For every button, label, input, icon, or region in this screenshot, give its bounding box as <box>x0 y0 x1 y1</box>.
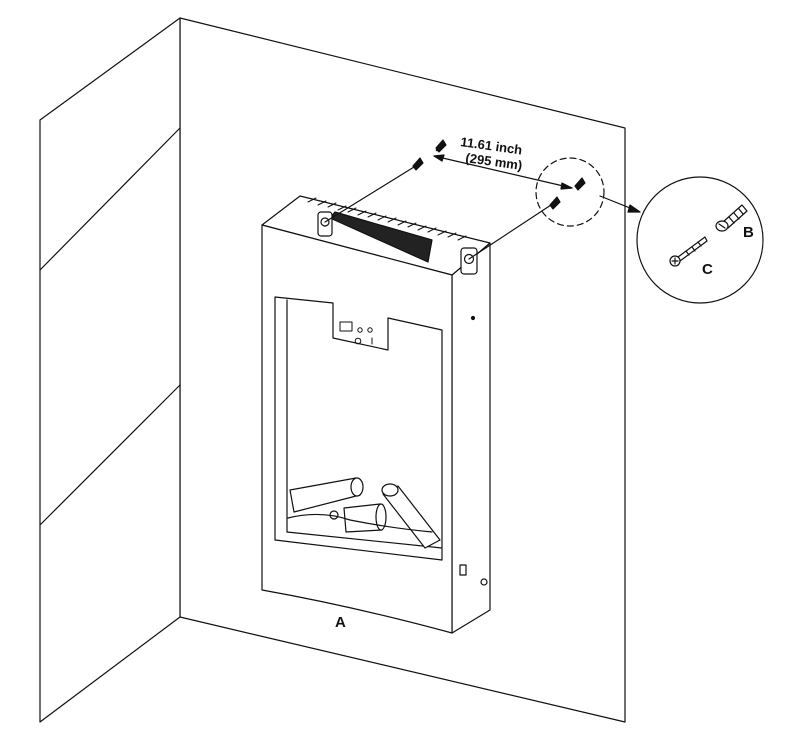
side-screw-bottom <box>480 578 488 586</box>
left-mount-bracket <box>317 211 333 237</box>
power-button-icon <box>357 327 363 333</box>
hardware-detail <box>636 176 764 304</box>
label-anchor: B <box>743 224 754 241</box>
side-switch <box>459 564 467 576</box>
fireplace-unit <box>261 195 491 634</box>
leader-right <box>468 204 552 260</box>
control-panel <box>339 321 373 345</box>
heater-grille <box>329 211 433 263</box>
leader-left <box>324 166 415 223</box>
dimension-line <box>433 154 573 190</box>
side-wall-seam-2 <box>39 384 181 526</box>
label-screw: C <box>702 261 713 278</box>
detail-circle <box>535 157 605 227</box>
log-set <box>287 477 441 549</box>
fireplace-right-side <box>451 242 491 634</box>
mode-button-icon <box>367 327 373 333</box>
top-vent <box>307 197 467 241</box>
label-fireplace: A <box>335 614 346 631</box>
side-screw-top <box>470 315 476 321</box>
side-wall <box>39 17 181 723</box>
timer-button-icon <box>354 337 362 345</box>
side-wall-seam-1 <box>39 127 181 271</box>
detail-arrow <box>599 195 641 213</box>
screw-icon <box>669 236 708 267</box>
right-mount-bracket <box>460 247 478 275</box>
wall-screw-left <box>412 139 447 171</box>
wall-anchor-icon <box>715 204 748 232</box>
wall-screw-right <box>549 177 586 210</box>
window-inner-floor <box>286 531 443 549</box>
ember-bed <box>287 513 433 533</box>
display-icon <box>339 321 353 332</box>
